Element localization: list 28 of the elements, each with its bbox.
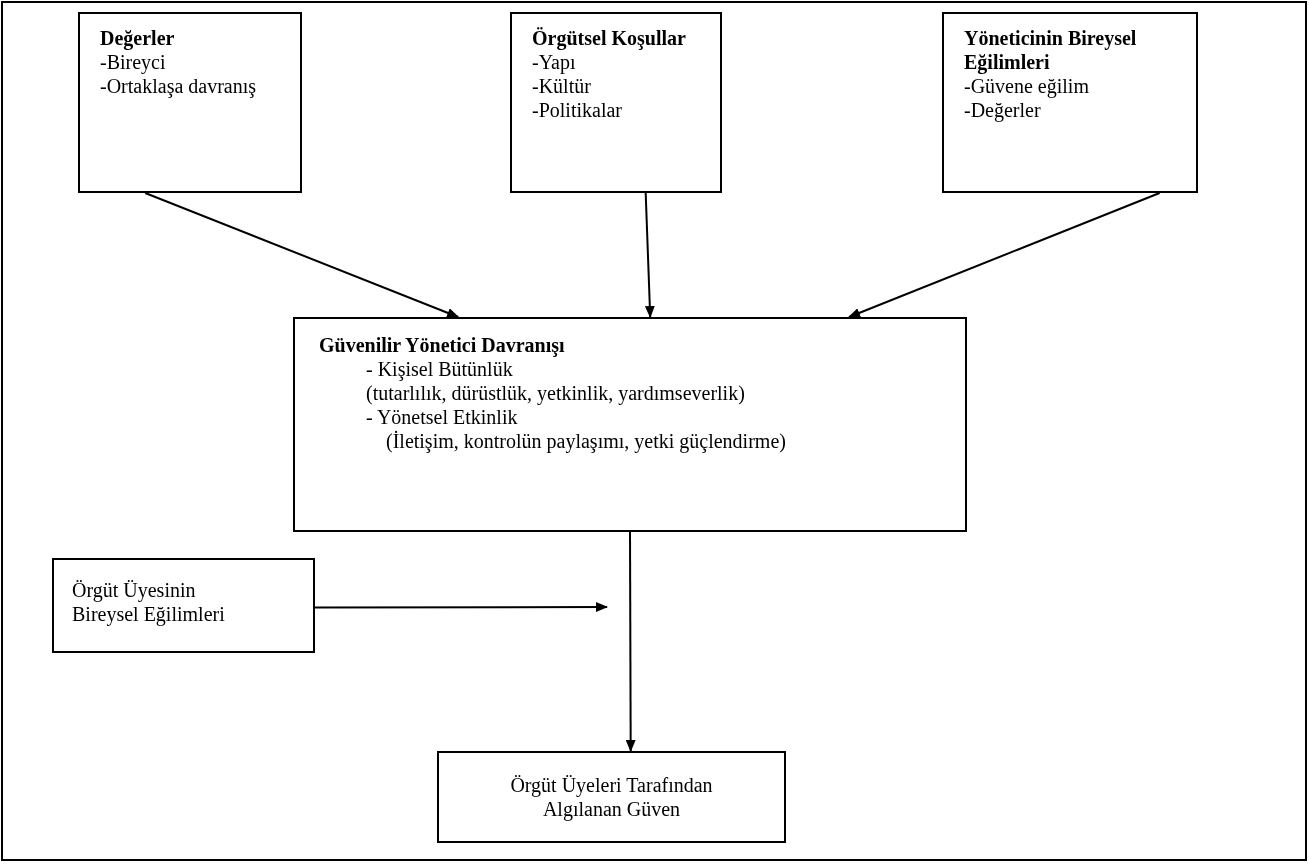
box-text: -Bireyci bbox=[100, 50, 167, 74]
box-text: Örgüt Üyesinin Bireysel Eğilimleri bbox=[72, 578, 226, 626]
box-heading: Yöneticinin Bireysel Eğilimleri bbox=[964, 26, 1138, 74]
box-heading: Güvenilir Yönetici Davranışı bbox=[319, 333, 566, 357]
box-text: (İletişim, kontrolün paylaşımı, yetki güçlendirme) bbox=[385, 429, 787, 453]
arrow bbox=[314, 602, 608, 612]
box-text: -Güvene eğilim bbox=[964, 74, 1090, 98]
arrow bbox=[144, 192, 460, 318]
box-text: -Politikalar bbox=[532, 98, 623, 122]
box-text: Örgüt Üyeleri Tarafından Algılanan Güven bbox=[509, 773, 714, 821]
box-heading: Örgütsel Koşullar bbox=[532, 26, 687, 50]
process-box bbox=[942, 12, 1198, 193]
process-box bbox=[293, 317, 967, 532]
process-box bbox=[510, 12, 722, 193]
process-box bbox=[78, 12, 302, 193]
arrow bbox=[644, 192, 655, 318]
box-text: -Ortaklaşa davranış bbox=[100, 74, 258, 98]
box-text: -Kültür bbox=[532, 74, 592, 98]
box-text: -Değerler bbox=[964, 98, 1042, 122]
box-text: - Yönetsel Etkinlik bbox=[365, 405, 519, 429]
box-text: - Kişisel Bütünlük bbox=[365, 357, 514, 381]
process-box bbox=[437, 751, 786, 843]
box-text: -Yapı bbox=[532, 50, 577, 74]
arrow bbox=[848, 192, 1161, 318]
process-box bbox=[52, 558, 315, 653]
box-heading: Değerler bbox=[100, 26, 176, 50]
arrow bbox=[625, 531, 636, 752]
box-text: (tutarlılık, dürüstlük, yetkinlik, yardımseverlik) bbox=[365, 381, 746, 405]
